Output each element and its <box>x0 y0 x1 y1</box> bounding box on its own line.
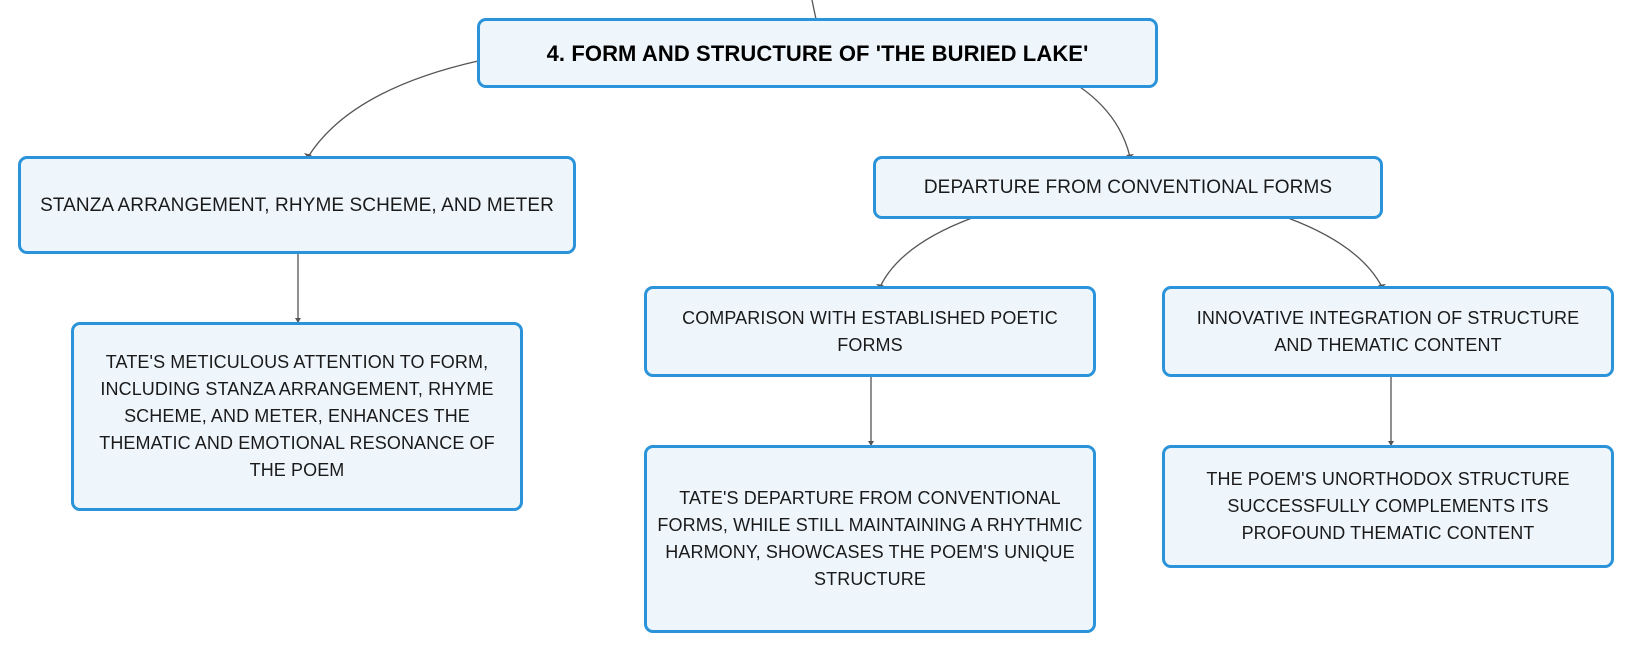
root-topic-label: 4. FORM AND STRUCTURE OF 'THE BURIED LAK… <box>546 40 1089 66</box>
topic-stanza-arrangement-label: STANZA ARRANGEMENT, RHYME SCHEME, AND ME… <box>40 194 554 216</box>
detail-unorthodox-structure[interactable]: THE POEM'S UNORTHODOX STRUCTURE SUCCESSF… <box>1162 445 1614 568</box>
detail-unorthodox-structure-text: THE POEM'S UNORTHODOX STRUCTURE SUCCESSF… <box>1206 469 1570 543</box>
connector-root-to-stanza <box>307 60 479 158</box>
subtopic-comparison-established-label: COMPARISON WITH ESTABLISHED POETIC FORMS <box>682 307 1058 355</box>
topic-departure-conventional-label: DEPARTURE FROM CONVENTIONAL FORMS <box>923 177 1333 198</box>
subtopic-innovative-integration-label: INNOVATIVE INTEGRATION OF STRUCTURE AND … <box>1196 307 1580 355</box>
root-topic-node[interactable]: 4. FORM AND STRUCTURE OF 'THE BURIED LAK… <box>477 18 1158 88</box>
connector-incoming-root <box>811 0 817 20</box>
arrowhead-stanza-detail <box>295 318 301 323</box>
detail-departure-rhythmic-text: TATE'S DEPARTURE FROM CONVENTIONAL FORMS… <box>657 488 1083 589</box>
topic-departure-conventional[interactable]: DEPARTURE FROM CONVENTIONAL FORMS <box>873 156 1383 219</box>
connector-departure-to-innovative <box>1287 217 1383 288</box>
connector-departure-to-comparison <box>879 217 973 288</box>
arrowhead-comparison-detail <box>868 441 874 446</box>
detail-departure-rhythmic[interactable]: TATE'S DEPARTURE FROM CONVENTIONAL FORMS… <box>644 445 1096 633</box>
detail-meticulous-attention[interactable]: TATE'S METICULOUS ATTENTION TO FORM, INC… <box>71 322 523 511</box>
connector-root-to-departure <box>1079 86 1131 158</box>
topic-stanza-arrangement[interactable]: STANZA ARRANGEMENT, RHYME SCHEME, AND ME… <box>18 156 576 254</box>
arrowhead-innovative-detail <box>1388 441 1394 446</box>
arrowhead-stanza <box>304 153 312 158</box>
detail-meticulous-attention-text: TATE'S METICULOUS ATTENTION TO FORM, INC… <box>99 352 495 480</box>
subtopic-innovative-integration[interactable]: INNOVATIVE INTEGRATION OF STRUCTURE AND … <box>1162 286 1614 377</box>
subtopic-comparison-established[interactable]: COMPARISON WITH ESTABLISHED POETIC FORMS <box>644 286 1096 377</box>
